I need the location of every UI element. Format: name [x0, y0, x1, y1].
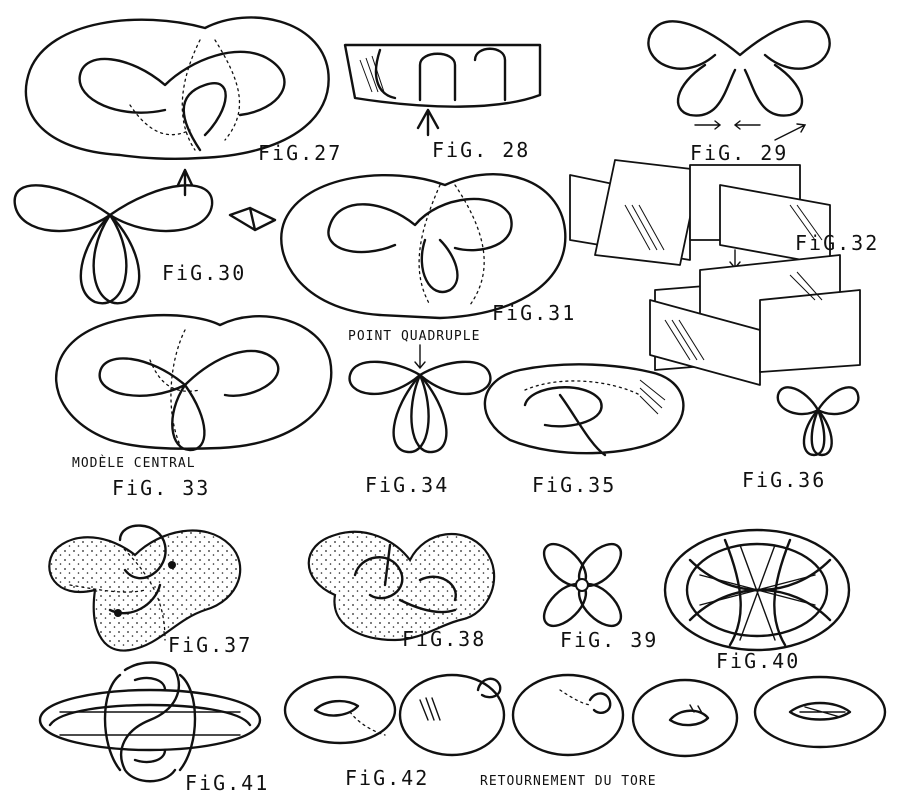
fig-40-drawing — [665, 530, 849, 650]
fig-31-drawing — [281, 174, 565, 318]
fig-38-label: FiG.38 — [402, 627, 486, 651]
fig-33-drawing — [56, 315, 331, 450]
fig-36-label: FiG.36 — [742, 468, 826, 492]
fig-35-drawing — [485, 364, 684, 455]
fig-29-drawing — [648, 21, 829, 140]
fig-30-drawing — [15, 185, 275, 303]
fig-33-label: FiG. 33 — [112, 476, 210, 500]
fig-36-drawing — [778, 387, 859, 455]
fig-27-label: FiG.27 — [258, 141, 342, 165]
eversion-stage-5 — [755, 677, 885, 747]
fig-34-label: FiG.34 — [365, 473, 449, 497]
fig-40-label: FiG.40 — [716, 649, 800, 673]
retournement-label: RETOURNEMENT DU TORE — [480, 774, 657, 789]
fig-31-label: FiG.31 — [492, 301, 576, 325]
eversion-stage-1 — [285, 677, 395, 743]
fig-32-drawing — [570, 160, 860, 385]
fig-42-label: FiG.42 — [345, 766, 429, 790]
fig-32-label: FiG.32 — [795, 231, 879, 255]
fig-39-label: FiG. 39 — [560, 628, 658, 652]
eversion-stage-3 — [513, 675, 623, 755]
eversion-stage-4 — [633, 680, 737, 756]
fig-38-drawing — [309, 532, 494, 640]
fig-37-drawing — [49, 526, 240, 651]
fig-37-label: FiG.37 — [168, 633, 252, 657]
fig-29-label: FiG. 29 — [690, 141, 788, 165]
fig-39-drawing — [537, 537, 629, 634]
fig-28-label: FiG. 28 — [432, 138, 530, 162]
eversion-stage-2 — [400, 675, 504, 755]
fig-34-drawing — [350, 345, 491, 452]
fig-30-label: FiG.30 — [162, 261, 246, 285]
point-quadruple-label: POINT QUADRUPLE — [348, 329, 480, 344]
fig-28-drawing — [345, 45, 540, 135]
fig-35-label: FiG.35 — [532, 473, 616, 497]
fig-27-drawing — [26, 17, 329, 195]
fig-41-label: FiG.41 — [185, 771, 269, 795]
modele-central-label: MODÈLE CENTRAL — [72, 455, 196, 471]
fig-41-drawing — [40, 663, 260, 782]
fig-42-drawing — [285, 675, 885, 756]
